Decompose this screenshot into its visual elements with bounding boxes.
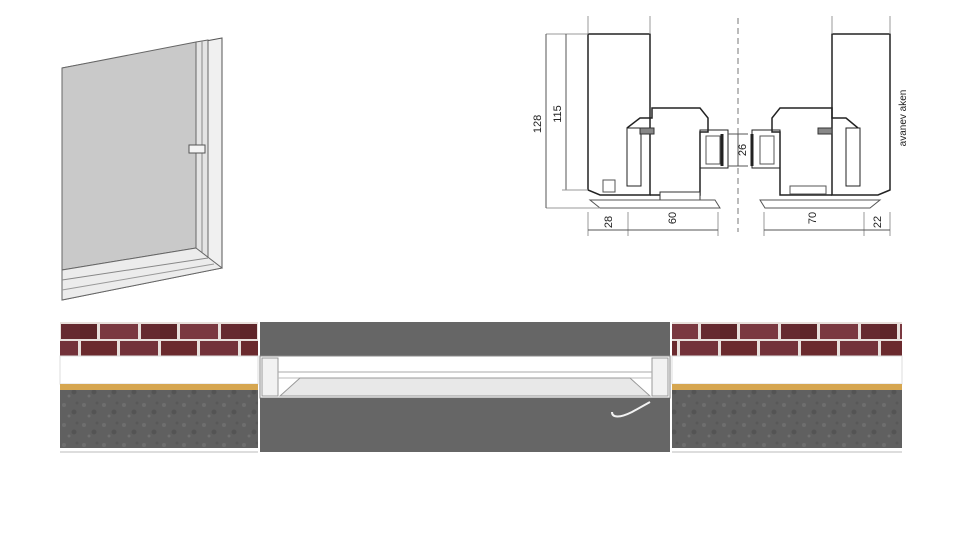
dim-total-height: 128 — [532, 115, 544, 133]
profile-section-drawing — [545, 16, 891, 236]
insulation-left — [59, 355, 259, 385]
brick-wall-right — [672, 322, 902, 356]
dim-bottom-right-2: 22 — [872, 216, 884, 228]
window-opening-bottom — [260, 398, 670, 452]
timber-strip-left — [60, 384, 258, 390]
timber-strip-right — [672, 384, 902, 390]
right-frame-profile — [831, 33, 891, 196]
side-label: avanev aken — [898, 90, 909, 147]
dim-bottom-right-1: 70 — [807, 212, 819, 224]
dim-bottom-left-1: 28 — [603, 216, 615, 228]
dim-inner-height: 115 — [552, 105, 564, 123]
window-handle-icon — [188, 144, 206, 154]
concrete-left — [60, 390, 258, 448]
dim-bottom-left-2: 60 — [667, 212, 679, 224]
concrete-right — [672, 390, 902, 448]
dim-glass-gap: 26 — [737, 144, 749, 156]
window-opening-top — [260, 322, 670, 356]
window-3d-sketch — [61, 37, 224, 301]
cable-icon — [611, 401, 651, 418]
insulation-right — [671, 355, 903, 385]
window-glass-pane — [61, 41, 197, 271]
left-frame-profile — [587, 33, 651, 196]
wall-section — [59, 322, 903, 453]
brick-wall-left — [60, 322, 258, 356]
